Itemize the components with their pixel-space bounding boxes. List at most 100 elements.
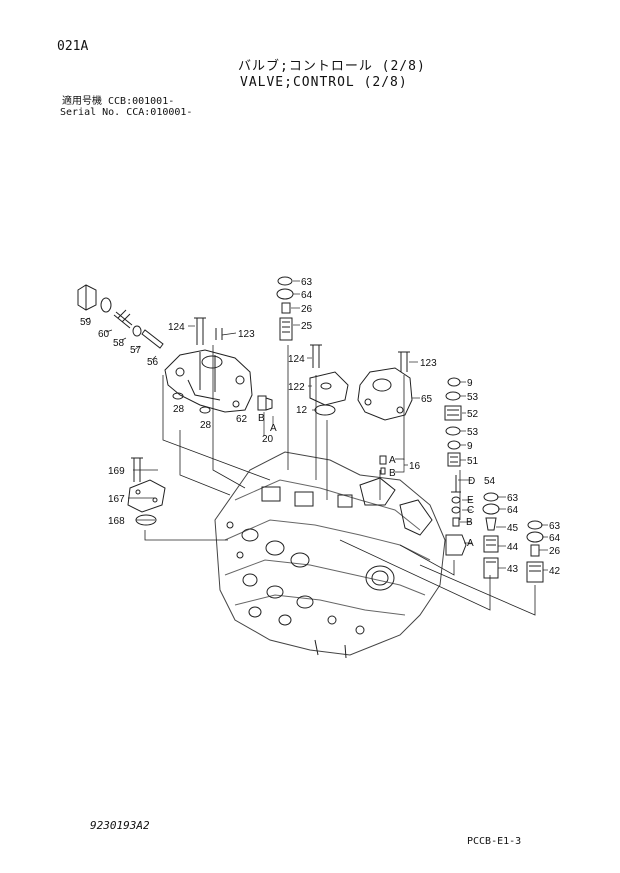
callout-62: 62: [236, 414, 248, 425]
sheet-code: PCCB-E1-3: [467, 836, 522, 847]
page-title: VALVE;CONTROL (2/8): [240, 75, 408, 90]
callout-64: 64: [507, 505, 519, 516]
callout-28: 28: [173, 404, 185, 415]
callout-B: B: [389, 468, 396, 479]
bolt-124b: [310, 344, 322, 368]
bolt-124a: [194, 317, 206, 345]
o-ring-63b: [483, 492, 499, 502]
callout-B: B: [466, 517, 473, 528]
callout-43: 43: [507, 564, 519, 575]
callout-52: 52: [467, 409, 479, 420]
callout-124: 124: [168, 322, 185, 333]
o-ring-28a: [172, 392, 184, 400]
callout-20: 20: [262, 434, 274, 445]
callout-12: 12: [296, 405, 308, 416]
callout-56: 56: [147, 357, 159, 368]
o-ring-64a: [276, 288, 294, 300]
cover-65: [357, 367, 413, 421]
callout-169: 169: [108, 466, 125, 477]
callout-167: 167: [108, 494, 125, 505]
spool-54: [451, 475, 461, 493]
o-ring-9b: [447, 440, 461, 450]
callout-26: 26: [549, 546, 561, 557]
callout-58: 58: [113, 338, 125, 349]
callout-9: 9: [467, 378, 473, 389]
ring-E: [451, 496, 461, 504]
callout-A: A: [270, 423, 277, 434]
callout-63: 63: [549, 521, 561, 532]
callout-53: 53: [467, 392, 479, 403]
page-id: 021A: [57, 39, 89, 54]
cover-167: [127, 479, 166, 513]
o-ring-53a: [445, 391, 461, 401]
callout-E: E: [467, 495, 474, 506]
o-ring-63c: [527, 520, 543, 530]
callout-57: 57: [130, 345, 142, 356]
callout-168: 168: [108, 516, 125, 527]
drawing-number: 9230193A2: [90, 819, 150, 832]
callout-54: 54: [484, 476, 496, 487]
page-title-japanese: バルブ;コントロール (2/8): [238, 59, 426, 74]
bolt-123b: [398, 351, 410, 372]
valve-A3: [445, 534, 467, 556]
label-ticks: [84, 280, 548, 571]
leader-lines: [144, 345, 536, 616]
callout-123: 123: [238, 329, 255, 340]
serial-range-japanese: 適用号機 CCB:001001-: [62, 96, 175, 107]
callout-A: A: [467, 538, 474, 549]
spring-44: [483, 535, 499, 553]
plug-52: [444, 405, 462, 421]
callout-44: 44: [507, 542, 519, 553]
callout-60: 60: [98, 329, 110, 340]
poppet-45: [485, 517, 497, 531]
plug-25: [279, 317, 293, 341]
o-ring-63a: [277, 276, 293, 286]
callout-45: 45: [507, 523, 519, 534]
serial-range: Serial No. CCA:010001-: [60, 107, 193, 118]
spring-26a: [281, 302, 291, 314]
callout-42: 42: [549, 566, 561, 577]
callout-122: 122: [288, 382, 305, 393]
callout-labels: 59 60 58 57 56 124 123 28 28 62 B A 20 6…: [80, 277, 561, 577]
cover-122: [309, 371, 349, 406]
ring-C: [451, 506, 461, 514]
callout-51: 51: [467, 456, 479, 467]
callout-123: 123: [420, 358, 437, 369]
bolt-123a: [215, 328, 223, 340]
o-ring-9a: [447, 377, 461, 387]
callout-64: 64: [301, 290, 313, 301]
spool-56: [141, 329, 164, 349]
callout-59: 59: [80, 317, 92, 328]
spring-58: [113, 309, 133, 329]
plug-43: [483, 557, 499, 579]
plug-59: [77, 284, 97, 311]
callout-63: 63: [301, 277, 313, 288]
callout-64: 64: [549, 533, 561, 544]
callout-28: 28: [200, 420, 212, 431]
seat-57: [132, 325, 142, 337]
o-ring-64c: [526, 531, 544, 543]
spring-26b: [530, 544, 540, 557]
callout-25: 25: [301, 321, 313, 332]
nut-51: [447, 452, 461, 467]
callout-A: A: [389, 455, 396, 466]
callout-65: 65: [421, 394, 433, 405]
callout-B: B: [258, 413, 265, 424]
plug-16a: [379, 455, 387, 465]
callout-124: 124: [288, 354, 305, 365]
plug-42: [526, 561, 544, 583]
valve-body: [214, 451, 446, 659]
o-ring-12: [314, 404, 336, 416]
callout-53: 53: [467, 427, 479, 438]
callout-26: 26: [301, 304, 313, 315]
callout-9: 9: [467, 441, 473, 452]
pin-B3: [452, 517, 460, 527]
o-ring-60: [100, 297, 112, 313]
plug-20: [257, 395, 273, 411]
cover-62: [164, 349, 253, 413]
callout-C: C: [467, 505, 474, 516]
o-ring-64b: [482, 503, 500, 515]
callout-D: D: [468, 476, 475, 487]
o-ring-53b: [445, 426, 461, 436]
